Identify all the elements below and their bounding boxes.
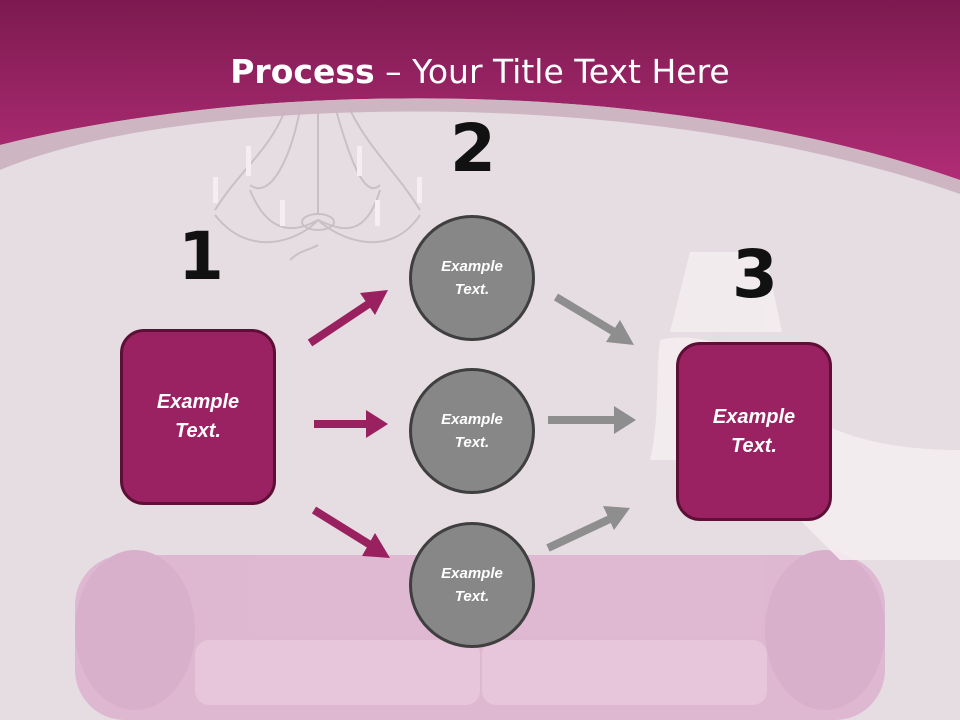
step-1-box: Example Text. xyxy=(120,329,276,505)
candles-image xyxy=(213,146,422,226)
step-number-3: 3 xyxy=(732,236,778,313)
circle-bottom-text: Example Text. xyxy=(441,565,503,605)
step-1-text: Example Text. xyxy=(156,391,240,442)
step-2-circle-middle: Example Text. xyxy=(409,368,535,494)
title-rest: – Your Title Text Here xyxy=(374,52,730,91)
step-number-1: 1 xyxy=(178,218,224,295)
circle-top-text: Example Text. xyxy=(441,258,503,298)
step-2-circle-top: Example Text. xyxy=(409,215,535,341)
header-band xyxy=(0,0,960,180)
step-3-text: Example Text. xyxy=(712,405,796,457)
slide-title: Process – Your Title Text Here xyxy=(0,52,960,91)
title-bold: Process xyxy=(230,52,375,91)
header-swoosh xyxy=(0,98,960,194)
step-number-2: 2 xyxy=(450,110,496,187)
step-3-box: Example Text. xyxy=(676,342,832,521)
circle-middle-text: Example Text. xyxy=(441,411,503,451)
step-2-circle-bottom: Example Text. xyxy=(409,522,535,648)
